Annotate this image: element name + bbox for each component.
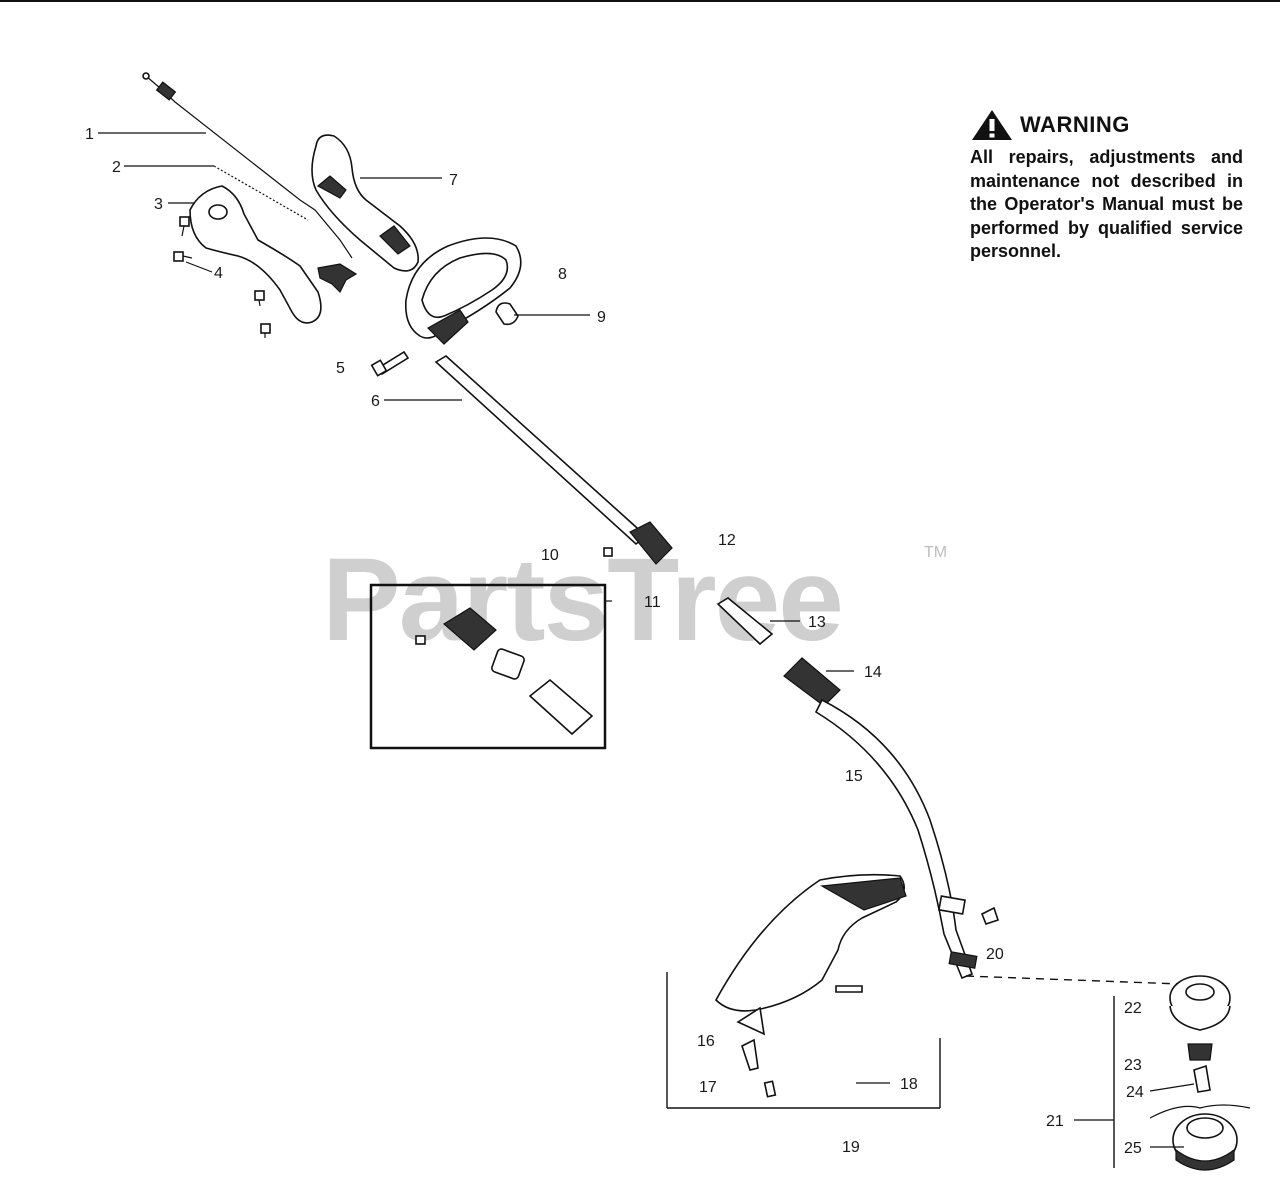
part-3-handle-half[interactable] <box>189 185 322 324</box>
part-14-coupler-sleeve[interactable] <box>783 657 841 707</box>
callout-25[interactable]: 25 <box>1124 1140 1142 1157</box>
part-6-upper-shaft[interactable] <box>434 355 673 565</box>
warning-header: WARNING <box>970 108 1243 142</box>
part-18-guard-screw[interactable] <box>763 1080 777 1098</box>
watermark-tm: TM <box>924 544 947 561</box>
callout-6[interactable]: 6 <box>371 393 380 410</box>
callout-13[interactable]: 13 <box>808 614 826 631</box>
callout-18[interactable]: 18 <box>900 1076 918 1093</box>
part-22-spool-cover[interactable] <box>1169 975 1231 1031</box>
callout-23[interactable]: 23 <box>1124 1057 1142 1074</box>
callout-7[interactable]: 7 <box>449 172 458 189</box>
part-9-knob[interactable] <box>495 302 519 326</box>
callout-20[interactable]: 20 <box>986 946 1004 963</box>
part-4-screws[interactable] <box>173 216 271 338</box>
callout-22[interactable]: 22 <box>1124 1000 1142 1017</box>
part-20-clamp-screw[interactable] <box>980 906 1000 925</box>
leader-lines <box>98 132 1195 1148</box>
callout-21[interactable]: 21 <box>1046 1113 1064 1130</box>
part-19-guard-assembly[interactable] <box>666 873 941 1109</box>
callout-17[interactable]: 17 <box>699 1079 717 1096</box>
callout-2[interactable]: 2 <box>112 159 121 176</box>
part-2-throttle-trigger[interactable] <box>317 263 358 294</box>
part-11-coupler-kit[interactable] <box>369 583 607 750</box>
callout-9[interactable]: 9 <box>597 309 606 326</box>
warning-title: WARNING <box>1020 112 1130 137</box>
part-24-eyelet[interactable] <box>1193 1064 1211 1093</box>
callout-8[interactable]: 8 <box>558 266 567 283</box>
callout-3[interactable]: 3 <box>154 196 163 213</box>
part-17-guard-clip[interactable] <box>741 1038 759 1071</box>
callout-19[interactable]: 19 <box>842 1139 860 1156</box>
callout-labels: 1 2 3 4 5 6 7 8 9 10 11 12 13 14 15 16 1… <box>85 126 1144 1157</box>
callout-16[interactable]: 16 <box>697 1033 715 1050</box>
part-5-bolt[interactable] <box>370 350 410 377</box>
callout-12[interactable]: 12 <box>718 532 736 549</box>
watermark-brand: PartsTree <box>322 534 842 666</box>
part-1-throttle-cable[interactable] <box>142 72 353 259</box>
part-25-spool[interactable] <box>1149 1104 1251 1171</box>
warning-text: All repairs, adjustments and maintenance… <box>970 147 1243 261</box>
callout-24[interactable]: 24 <box>1126 1084 1144 1101</box>
part-10-screw[interactable] <box>603 547 613 557</box>
part-13-coupler-end[interactable] <box>716 597 774 646</box>
part-23-spring[interactable] <box>1187 1043 1213 1061</box>
callout-1[interactable]: 1 <box>85 126 94 143</box>
callout-5[interactable]: 5 <box>336 360 345 377</box>
callout-11[interactable]: 11 <box>644 594 661 611</box>
part-7-handle-half[interactable] <box>311 134 419 272</box>
callout-15[interactable]: 15 <box>845 768 863 785</box>
callout-14[interactable]: 14 <box>864 664 882 681</box>
part-8-loop-handle[interactable] <box>404 237 522 345</box>
dashed-connector <box>965 975 1181 985</box>
warning-panel: WARNING All repairs, adjustments and mai… <box>970 108 1243 264</box>
warning-triangle-icon <box>972 110 1012 140</box>
callout-4[interactable]: 4 <box>214 265 223 282</box>
callout-10[interactable]: 10 <box>541 547 559 564</box>
